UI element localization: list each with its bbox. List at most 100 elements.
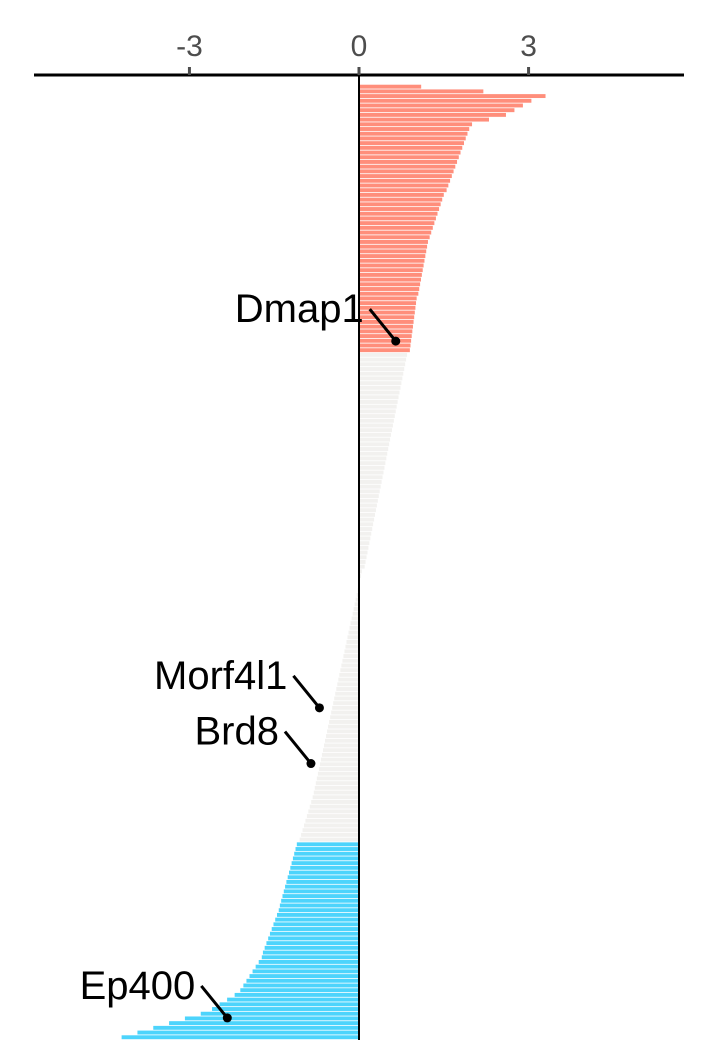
bar-positive bbox=[359, 320, 414, 324]
bar-negative bbox=[289, 870, 359, 875]
bar-negative bbox=[273, 922, 359, 927]
bar-neutral bbox=[359, 451, 388, 456]
bar-neutral bbox=[342, 658, 359, 663]
bar-neutral bbox=[359, 484, 381, 489]
bar-neutral bbox=[353, 607, 359, 611]
bar-neutral bbox=[359, 409, 396, 414]
bar-neutral bbox=[327, 729, 359, 734]
bar-positive bbox=[359, 240, 428, 244]
bar-neutral bbox=[330, 715, 359, 720]
bar-neutral bbox=[350, 621, 359, 626]
bar-positive bbox=[359, 338, 412, 343]
bar-neutral bbox=[359, 508, 376, 513]
bar-neutral bbox=[354, 602, 359, 607]
bar-neutral bbox=[359, 414, 395, 419]
bar-positive bbox=[359, 84, 422, 89]
bar-negative bbox=[234, 992, 359, 997]
annotation-leader bbox=[200, 984, 229, 1019]
bar-positive bbox=[359, 225, 433, 230]
bar-positive bbox=[359, 98, 532, 103]
bar-neutral bbox=[301, 832, 359, 837]
bar-positive bbox=[359, 136, 466, 141]
bar-neutral bbox=[359, 545, 369, 550]
bar-neutral bbox=[359, 541, 370, 546]
annotation-leader bbox=[283, 730, 313, 765]
bar-neutral bbox=[359, 371, 404, 376]
bar-positive bbox=[359, 254, 426, 259]
bar-negative bbox=[283, 889, 359, 894]
bar-neutral bbox=[359, 564, 365, 569]
bar-neutral bbox=[359, 362, 406, 367]
bar-negative bbox=[169, 1021, 359, 1026]
annotation-point bbox=[314, 703, 324, 713]
bar-negative bbox=[294, 851, 359, 856]
bar-positive bbox=[359, 188, 447, 193]
tick-label: 3 bbox=[520, 30, 537, 63]
bar-neutral bbox=[355, 597, 359, 602]
bar-negative bbox=[268, 936, 359, 941]
bar-negative bbox=[258, 960, 359, 964]
bar-positive bbox=[359, 296, 417, 301]
bar-neutral bbox=[359, 475, 383, 480]
bar-neutral bbox=[340, 668, 359, 673]
bar-neutral bbox=[334, 696, 359, 701]
bar-neutral bbox=[359, 376, 403, 381]
bar-neutral bbox=[359, 531, 372, 536]
bar-neutral bbox=[303, 823, 359, 828]
bar-neutral bbox=[316, 776, 359, 781]
bar-neutral bbox=[346, 640, 359, 644]
bar-neutral bbox=[328, 724, 359, 729]
bar-neutral bbox=[326, 734, 359, 739]
bar-neutral bbox=[356, 592, 359, 597]
bar-neutral bbox=[319, 762, 359, 767]
bar-neutral bbox=[325, 738, 359, 743]
bar-negative bbox=[252, 969, 359, 974]
bar-negative bbox=[184, 1016, 359, 1021]
bar-neutral bbox=[359, 423, 393, 428]
bar-negative bbox=[292, 856, 359, 861]
annotation-point bbox=[222, 1013, 232, 1023]
gene-label: Brd8 bbox=[194, 710, 279, 754]
bar-neutral bbox=[359, 395, 399, 400]
bar-positive bbox=[359, 272, 422, 277]
bar-negative bbox=[137, 1030, 359, 1035]
bar-neutral bbox=[359, 437, 391, 442]
bar-neutral bbox=[347, 635, 359, 640]
bar-positive bbox=[359, 131, 468, 136]
bar-neutral bbox=[359, 428, 392, 433]
bar-neutral bbox=[312, 795, 359, 800]
bar-negative bbox=[255, 964, 359, 969]
bar-negative bbox=[262, 950, 359, 955]
bar-neutral bbox=[359, 447, 389, 451]
bar-neutral bbox=[359, 367, 405, 371]
bar-neutral bbox=[359, 470, 384, 475]
bar-neutral bbox=[359, 536, 371, 541]
bar-neutral bbox=[333, 701, 359, 706]
bar-positive bbox=[359, 94, 546, 99]
bar-negative bbox=[266, 941, 359, 946]
bar-negative bbox=[291, 861, 359, 866]
bar-negative bbox=[276, 912, 359, 917]
bar-positive bbox=[359, 235, 430, 240]
bar-neutral bbox=[359, 550, 368, 555]
bar-positive bbox=[359, 145, 463, 150]
bar-neutral bbox=[359, 560, 366, 564]
bar-positive bbox=[359, 230, 432, 235]
bar-negative bbox=[246, 978, 359, 983]
bar-positive bbox=[359, 112, 506, 117]
bar-neutral bbox=[359, 480, 382, 484]
bar-positive bbox=[359, 202, 441, 207]
bar-neutral bbox=[318, 767, 359, 771]
bar-negative bbox=[227, 997, 359, 1002]
bar-neutral bbox=[317, 771, 359, 776]
bar-neutral bbox=[359, 390, 400, 395]
bar-neutral bbox=[349, 625, 359, 630]
bar-neutral bbox=[331, 710, 359, 715]
bar-positive bbox=[359, 305, 416, 310]
bar-neutral bbox=[299, 837, 359, 842]
bar-negative bbox=[287, 875, 359, 880]
bar-neutral bbox=[359, 517, 375, 522]
bar-negative bbox=[240, 988, 359, 993]
